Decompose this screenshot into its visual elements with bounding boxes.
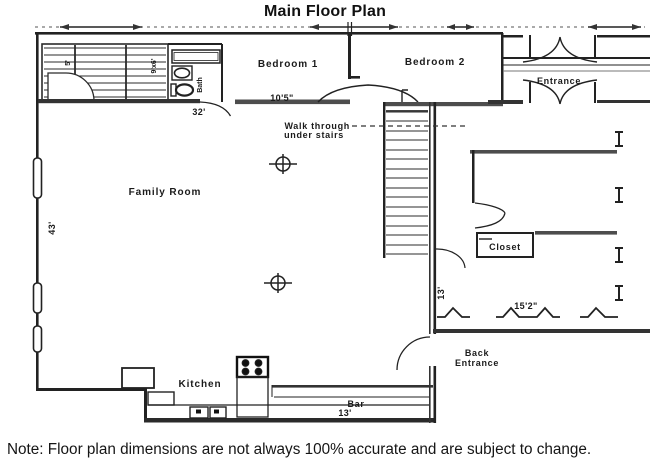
bedroom1-label: Bedroom 1 [258, 59, 318, 70]
dim-family-depth: 43' [47, 221, 57, 234]
entrance-lower-doors [522, 79, 598, 105]
closet-box [476, 232, 534, 258]
dim-bar: 13' [338, 408, 351, 418]
bath-door-arc [199, 101, 232, 117]
kitchen-sink [189, 406, 227, 419]
bar-counter [271, 385, 433, 398]
bedroom2-label: Bedroom 2 [405, 57, 465, 68]
walkthrough-label-2: under stairs [284, 130, 344, 140]
dim-hall: 10'5" [270, 93, 293, 103]
dim-stair-b: 9'x6' [151, 58, 158, 73]
left-wall-windows [32, 157, 43, 353]
closet-door-arc [435, 248, 466, 269]
right-wing [435, 131, 623, 318]
back-entrance [396, 329, 650, 423]
light-symbol [269, 154, 297, 174]
kitchen-label: Kitchen [179, 379, 222, 390]
upper-staircase [41, 43, 169, 102]
dim-stair-run: 13' [436, 286, 446, 299]
bath-sink [171, 65, 193, 81]
back-entrance-label-2: Entrance [455, 358, 499, 368]
family-room-label: Family Room [129, 187, 202, 198]
bathroom [168, 43, 232, 117]
hall-door-leaf [474, 202, 506, 229]
back-door-arc [396, 336, 431, 371]
bathtub [171, 49, 221, 64]
kitchen-area [121, 355, 433, 419]
kitchen-peninsula [121, 367, 155, 389]
plan-title: Main Floor Plan [263, 3, 387, 20]
central-staircase [383, 102, 437, 334]
top-dimension-line [35, 22, 645, 36]
dim-porch: 15'2" [514, 301, 537, 311]
entrance-upper-doors [522, 36, 598, 63]
double-door-arch [317, 84, 419, 103]
closet-label: Closet [489, 242, 521, 252]
bar-label: Bar [347, 399, 364, 409]
kitchen-counter-block [147, 391, 175, 406]
outer-walls [35, 32, 503, 423]
dim-stair-a: 5' [65, 60, 72, 66]
bath-label: Bath [197, 77, 204, 93]
stove [235, 355, 270, 418]
disclaimer-note: Note: Floor plan dimensions are not alwa… [7, 441, 592, 458]
wall-end-markers [615, 131, 623, 301]
back-entrance-label-1: Back [465, 348, 490, 358]
ceiling-light-symbols [264, 154, 297, 293]
walkthrough-label-1: Walk through [284, 121, 350, 131]
dim-upper-stairs: 32' [192, 107, 205, 117]
entrance-breezeway [488, 33, 650, 105]
wall-break-symbols [437, 306, 618, 318]
hall-wall [38, 33, 503, 107]
entrance-label: Entrance [537, 76, 581, 86]
light-symbol [264, 273, 292, 293]
